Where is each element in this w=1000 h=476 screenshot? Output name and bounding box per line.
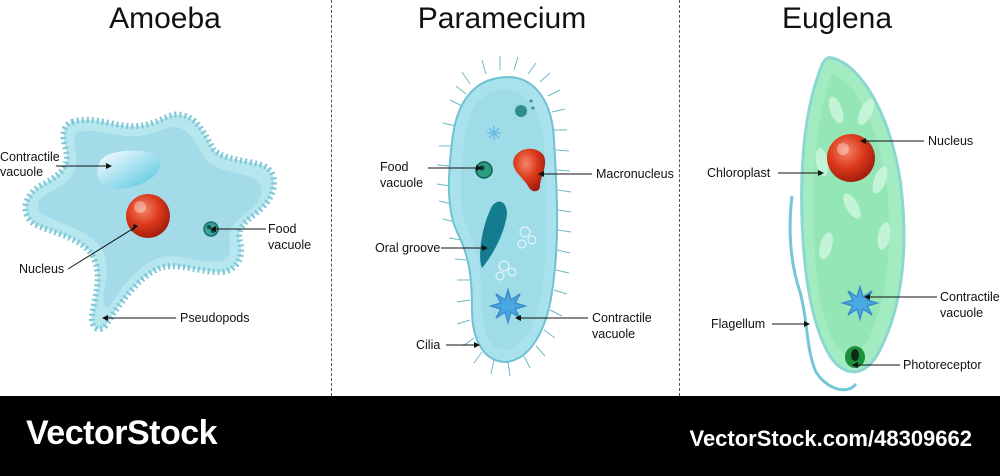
stock-id-link[interactable]: VectorStock.com/48309662: [689, 426, 972, 451]
divider-right: [679, 0, 680, 396]
amoeba-pseudopods-label: Pseudopods: [180, 311, 250, 325]
euglena-cell: [788, 56, 906, 392]
paramecium-food-label-2: vacuole: [380, 176, 424, 190]
euglena-nucleus-label: Nucleus: [928, 134, 974, 148]
euglena-title: Euglena: [781, 2, 893, 35]
paramecium-cilia-label: Cilia: [416, 338, 441, 352]
euglena-nucleus: [827, 134, 875, 182]
amoeba-cell: [22, 111, 277, 332]
euglena-flagellum: [788, 195, 858, 392]
amoeba-contractile-label-1: Contractile: [0, 150, 60, 164]
euglena-leaders: [772, 140, 937, 366]
amoeba-contractile-label-2: vacuole: [0, 165, 44, 179]
paramecium-contractile-vacuole: [488, 287, 528, 325]
divider-left: [331, 0, 332, 396]
paramecium-macronucleus-label: Macronucleus: [596, 167, 674, 181]
paramecium-oral-groove-label: Oral groove: [375, 241, 441, 255]
paramecium-leaders: [428, 167, 592, 346]
paramecium-food-vacuole: [475, 161, 493, 179]
footer-bar: VectorStock VectorStock.com/48309662: [0, 396, 1000, 476]
paramecium-cell: [436, 56, 572, 377]
paramecium-contractile-label-1: Contractile: [592, 311, 652, 325]
paramecium-macronucleus: [513, 148, 546, 192]
amoeba-nucleus-label: Nucleus: [19, 262, 65, 276]
euglena-contractile-label-2: vacuole: [940, 306, 984, 320]
diagram-stage: Amoeba Paramecium Euglena: [0, 0, 1000, 396]
paramecium-oral-groove: [480, 201, 507, 268]
amoeba-title: Amoeba: [109, 2, 221, 35]
euglena-contractile-vacuole: [840, 284, 880, 322]
paramecium-title: Paramecium: [417, 2, 587, 35]
amoeba-food-label-2: vacuole: [268, 238, 312, 252]
euglena-contractile-label-1: Contractile: [940, 290, 1000, 304]
organism-illustration: [22, 56, 937, 392]
euglena-photoreceptor-label: Photoreceptor: [903, 358, 982, 372]
amoeba-food-label-1: Food: [268, 222, 297, 236]
euglena-flagellum-label: Flagellum: [711, 317, 766, 331]
euglena-chloroplast-label: Chloroplast: [707, 166, 771, 180]
paramecium-food-label-1: Food: [380, 160, 409, 174]
brand-logo: VectorStock: [26, 414, 218, 452]
amoeba-nucleus: [126, 194, 170, 238]
amoeba-contractile-vacuole: [97, 150, 161, 189]
paramecium-contractile-label-2: vacuole: [592, 327, 636, 341]
amoeba-leaders: [56, 165, 266, 319]
